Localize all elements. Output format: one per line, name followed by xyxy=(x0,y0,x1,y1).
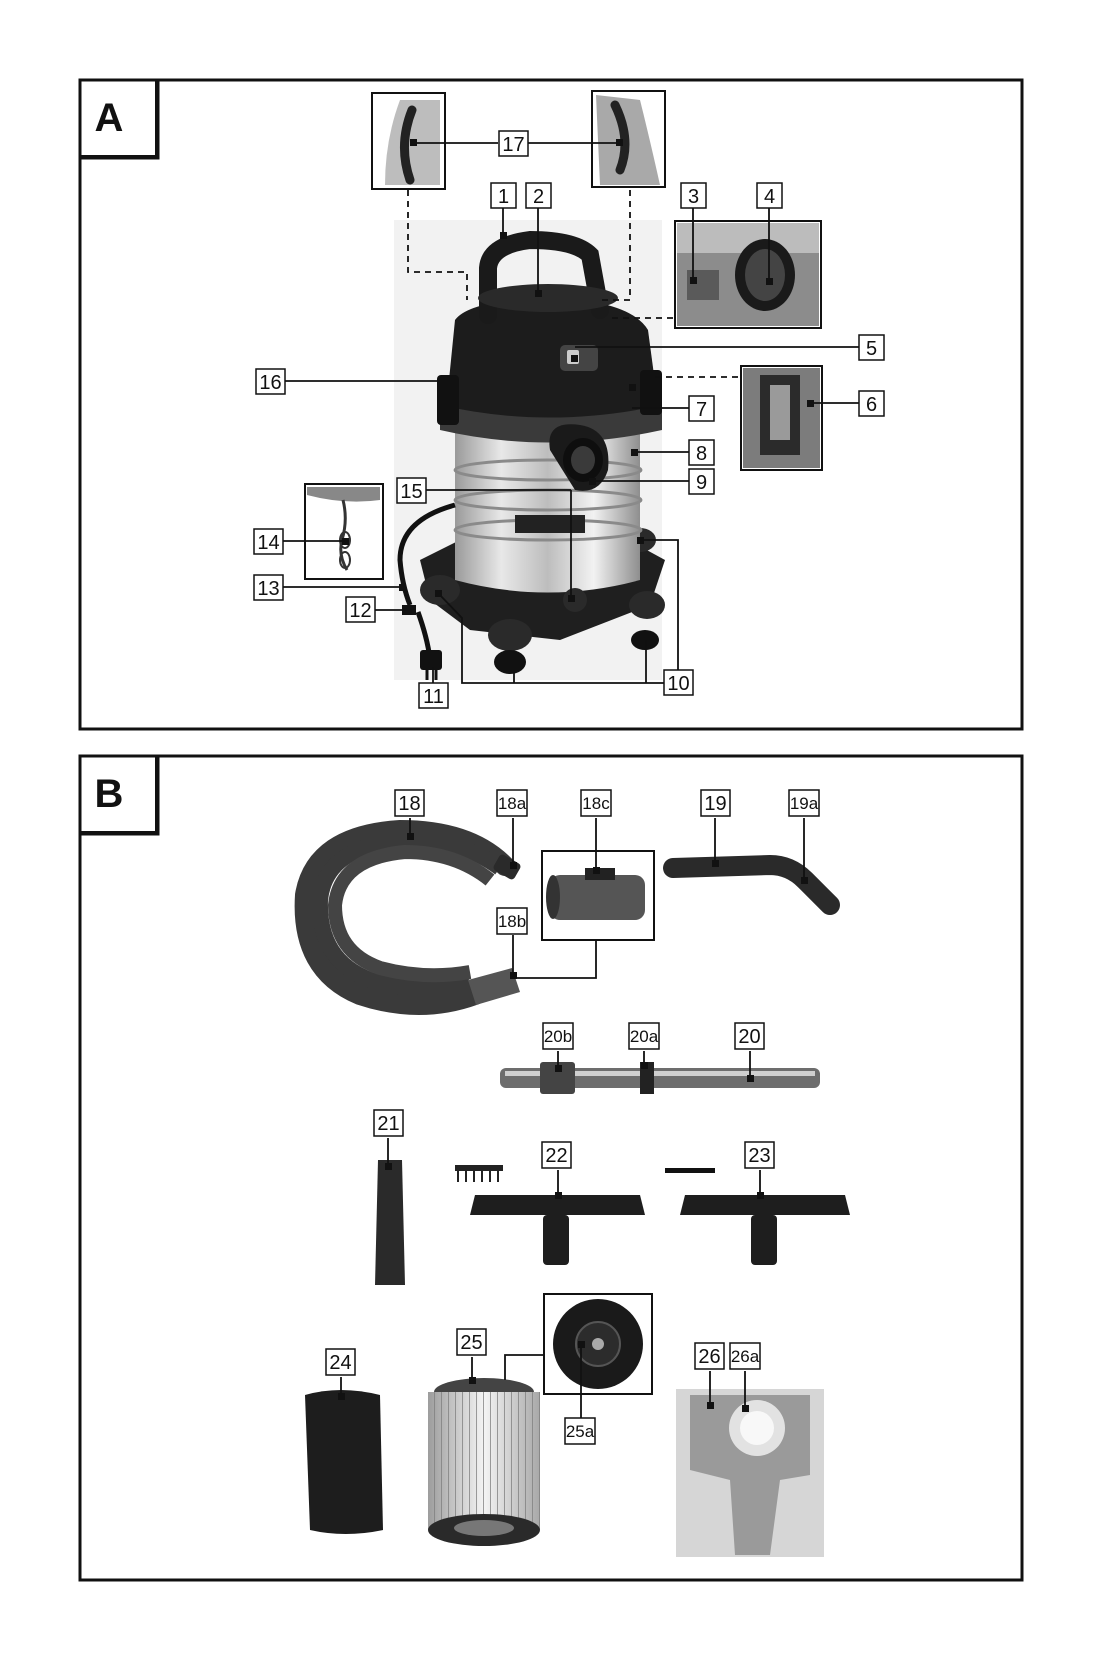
svg-text:7: 7 xyxy=(696,399,707,421)
svg-text:20: 20 xyxy=(738,1026,760,1048)
callout-18c: 18c xyxy=(581,790,611,816)
callout-25: 25 xyxy=(457,1329,486,1355)
svg-text:5: 5 xyxy=(866,338,877,360)
inset-6 xyxy=(741,366,822,470)
svg-text:24: 24 xyxy=(329,1352,351,1374)
callout-17: 17 xyxy=(499,131,528,156)
callout-22: 22 xyxy=(542,1142,571,1168)
floor-nozzle-brush xyxy=(455,1165,645,1265)
callout-18b: 18b xyxy=(497,908,527,934)
callout-10: 10 xyxy=(664,670,693,695)
inset-17-left xyxy=(372,93,445,189)
svg-text:21: 21 xyxy=(377,1113,399,1135)
callout-7: 7 xyxy=(689,396,714,421)
callout-26: 26 xyxy=(695,1343,724,1369)
svg-text:8: 8 xyxy=(696,443,707,465)
svg-text:23: 23 xyxy=(748,1145,770,1167)
floor-nozzle-squeegee xyxy=(665,1168,850,1265)
svg-text:15: 15 xyxy=(400,481,422,503)
callout-6: 6 xyxy=(859,391,884,416)
inset-3-4 xyxy=(675,221,821,328)
callout-21: 21 xyxy=(374,1110,403,1136)
svg-text:18: 18 xyxy=(398,793,420,815)
svg-text:18a: 18a xyxy=(498,794,527,813)
svg-text:19: 19 xyxy=(704,793,726,815)
callout-24: 24 xyxy=(326,1349,355,1375)
svg-text:19a: 19a xyxy=(790,794,819,813)
svg-text:26a: 26a xyxy=(731,1347,760,1366)
callout-20: 20 xyxy=(735,1023,764,1049)
callout-19a: 19a xyxy=(789,790,819,816)
callout-25a: 25a xyxy=(565,1418,595,1444)
callout-12: 12 xyxy=(346,597,375,622)
svg-text:1: 1 xyxy=(498,186,509,208)
telescopic-tube xyxy=(500,1062,820,1094)
svg-text:2: 2 xyxy=(533,186,544,208)
svg-text:4: 4 xyxy=(764,186,775,208)
svg-text:18b: 18b xyxy=(498,912,526,931)
svg-text:9: 9 xyxy=(696,472,707,494)
callout-26a: 26a xyxy=(730,1343,760,1369)
svg-text:20a: 20a xyxy=(630,1027,659,1046)
crevice-nozzle xyxy=(375,1160,405,1285)
svg-text:20b: 20b xyxy=(544,1027,572,1046)
callout-5: 5 xyxy=(859,335,884,360)
svg-text:25: 25 xyxy=(460,1332,482,1354)
svg-text:6: 6 xyxy=(866,394,877,416)
svg-text:13: 13 xyxy=(257,578,279,600)
callout-13: 13 xyxy=(254,575,283,600)
svg-text:12: 12 xyxy=(349,600,371,622)
inset-18c xyxy=(542,851,654,940)
inset-25a xyxy=(544,1294,652,1394)
svg-text:18c: 18c xyxy=(582,794,610,813)
svg-text:17: 17 xyxy=(502,134,524,156)
callout-4: 4 xyxy=(757,183,782,208)
bent-pipe xyxy=(673,865,830,905)
vacuum-cleaner xyxy=(394,220,665,680)
callout-9: 9 xyxy=(689,469,714,494)
callout-18a: 18a xyxy=(497,790,527,816)
svg-text:22: 22 xyxy=(545,1145,567,1167)
pleated-filter xyxy=(428,1378,540,1546)
callout-3: 3 xyxy=(681,183,706,208)
callout-8: 8 xyxy=(689,440,714,465)
svg-text:11: 11 xyxy=(423,686,444,708)
callout-14: 14 xyxy=(254,529,283,554)
callout-18: 18 xyxy=(395,790,424,816)
callout-11: 11 xyxy=(419,683,448,708)
svg-text:14: 14 xyxy=(257,532,279,554)
callout-2: 2 xyxy=(526,183,551,208)
svg-text:16: 16 xyxy=(259,372,281,394)
svg-text:10: 10 xyxy=(667,673,689,695)
callout-20a: 20a xyxy=(629,1023,659,1049)
svg-text:26: 26 xyxy=(698,1346,720,1368)
inset-17-right xyxy=(592,91,665,187)
callout-16: 16 xyxy=(256,369,285,394)
svg-text:25a: 25a xyxy=(566,1422,595,1441)
panel-a-letter: A xyxy=(95,96,124,140)
dust-bag xyxy=(676,1389,824,1557)
callout-15: 15 xyxy=(397,478,426,503)
panel-b-letter: B xyxy=(95,772,124,816)
callout-20b: 20b xyxy=(543,1023,573,1049)
svg-text:3: 3 xyxy=(688,186,699,208)
callout-23: 23 xyxy=(745,1142,774,1168)
inset-14 xyxy=(305,484,383,579)
hose xyxy=(305,830,522,1005)
foam-filter xyxy=(305,1390,383,1534)
callout-19: 19 xyxy=(701,790,730,816)
callout-1: 1 xyxy=(491,183,516,208)
